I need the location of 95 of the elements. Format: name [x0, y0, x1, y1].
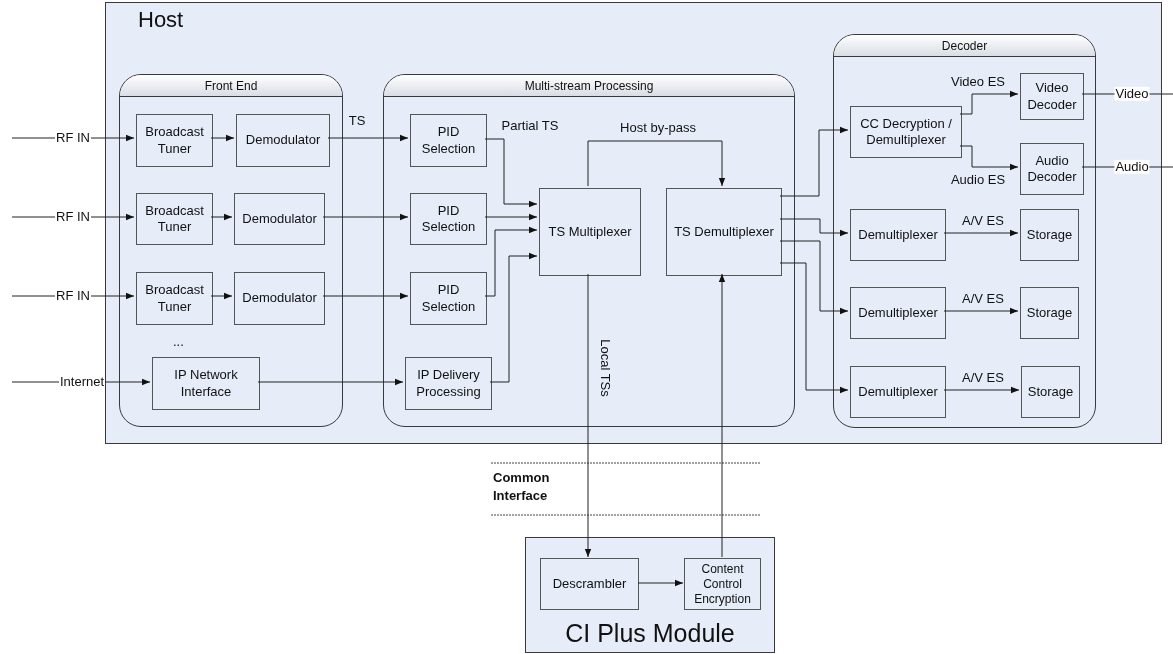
box-label: PID Selection: [420, 202, 477, 236]
box-label: TS Demultiplexer: [674, 223, 774, 241]
edge-label: Audio ES: [949, 172, 1007, 188]
process-box: [1021, 366, 1080, 418]
box-label: Broadcast Tuner: [144, 124, 205, 157]
arrow: [210, 134, 235, 142]
process-box: [666, 188, 782, 276]
group-panel: [833, 34, 1096, 428]
arrow: [943, 386, 1020, 394]
box-label: Demultiplexer: [858, 226, 938, 244]
panel-title: Decoder: [941, 38, 988, 53]
arrow: [637, 579, 684, 587]
arrow: [943, 307, 1019, 315]
box-label: Content Control Encryption: [693, 561, 752, 607]
box-label: PID Selection: [420, 282, 477, 315]
process-box: [136, 272, 213, 325]
process-box: [850, 106, 962, 158]
edge-label: TS: [347, 113, 367, 129]
box-label: Demultiplexer: [858, 383, 938, 401]
process-box: [684, 558, 761, 610]
module-panel: [525, 537, 775, 653]
arrow: [584, 273, 592, 558]
box-label: CC Decryption / Demultiplexer: [859, 115, 953, 149]
arrow: [943, 229, 1019, 237]
process-box: [539, 188, 641, 276]
box-label: Storage: [1027, 383, 1074, 401]
process-box: [152, 357, 260, 410]
box-label: IP Network Interface: [173, 367, 239, 400]
arrow: [718, 273, 726, 558]
box-label: TS Multiplexer: [548, 223, 632, 241]
edge-label: A/V ES: [961, 213, 1005, 229]
process-box: [850, 287, 946, 339]
host-panel: [105, 2, 1162, 444]
box-label: Broadcast Tuner: [144, 282, 205, 315]
arrow: [322, 292, 409, 300]
panel-title: CI Plus Module: [564, 619, 736, 648]
box-label: IP Delivery Processing: [415, 367, 482, 400]
box-label: Audio Decoder: [1026, 152, 1078, 186]
box-label: PID Selection: [420, 124, 477, 157]
arrow: [484, 226, 538, 297]
edge-label: A/V ES: [961, 370, 1005, 386]
process-box: [410, 114, 487, 167]
edge-label: Audio: [1114, 159, 1150, 175]
box-label: Demodulator: [242, 290, 317, 307]
arrow: [210, 213, 233, 221]
arrow: [587, 140, 726, 187]
edge-label: Partial TS: [500, 118, 560, 134]
process-box: [136, 193, 213, 245]
group-panel: [119, 74, 343, 427]
process-box: [234, 272, 325, 325]
arrow: [779, 240, 849, 315]
process-box: [405, 357, 492, 410]
box-label: Descrambler: [552, 575, 627, 593]
ellipsis-mark: ...: [173, 333, 184, 351]
process-box: [410, 272, 487, 325]
edge-label: A/V ES: [961, 291, 1005, 307]
arrow: [322, 213, 409, 221]
box-label: Demultiplexer: [858, 304, 938, 322]
process-box: [136, 114, 213, 167]
box-label: Video Decoder: [1026, 80, 1078, 113]
arrow: [327, 134, 409, 142]
panel-title: Host: [138, 7, 184, 33]
box-label: Broadcast Tuner: [144, 202, 205, 236]
arrow: [484, 213, 538, 221]
arrow: [484, 138, 538, 208]
edge-label: Video: [1114, 86, 1150, 102]
edge-label: Host by-pass: [619, 120, 697, 136]
process-box: [850, 366, 946, 418]
process-box: [236, 114, 330, 167]
process-box: [234, 193, 325, 245]
box-label: Storage: [1026, 226, 1073, 244]
arrow: [779, 262, 849, 394]
arrow: [489, 252, 538, 383]
arrow: [257, 378, 404, 386]
arrow: [959, 145, 1019, 171]
box-label: Storage: [1026, 304, 1073, 322]
process-box: [1020, 209, 1079, 261]
process-box: [1020, 143, 1084, 195]
process-box: [1020, 287, 1079, 339]
box-label: Demodulator: [245, 132, 321, 149]
interface-label: Common Interface: [493, 469, 551, 505]
edge-label: Video ES: [950, 74, 1006, 90]
process-box: [850, 209, 946, 261]
edge-label: Local TSs: [597, 339, 614, 397]
arrow: [779, 126, 849, 197]
group-panel: [383, 74, 795, 427]
process-box: [1020, 73, 1084, 120]
process-box: [410, 193, 487, 245]
arrow: [779, 218, 849, 237]
panel-title: Front End: [204, 78, 258, 93]
process-box: [540, 558, 639, 610]
box-label: Demodulator: [242, 210, 317, 228]
panel-title: Multi-stream Processing: [524, 78, 654, 93]
arrow: [959, 90, 1019, 115]
arrow: [210, 292, 233, 300]
